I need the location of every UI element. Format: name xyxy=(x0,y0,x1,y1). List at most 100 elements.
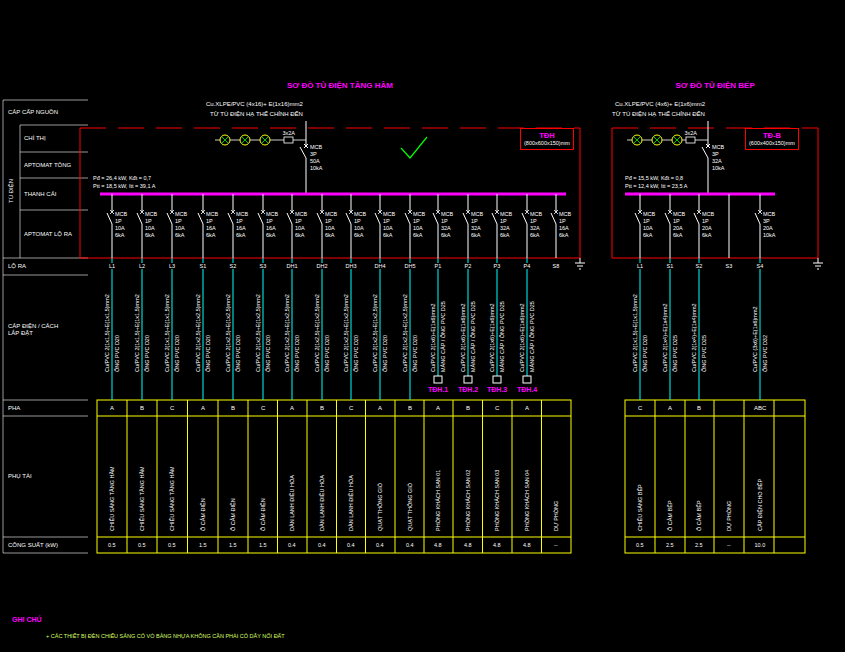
load-cell: Ổ CẮM BẾP xyxy=(667,500,673,531)
installation-method: ỐNG PVC D25 xyxy=(672,335,678,372)
fuse-rating: 3x2A xyxy=(283,130,296,136)
branch-wire xyxy=(263,224,264,258)
breaker-symbol xyxy=(668,210,672,214)
branch-wire xyxy=(699,224,700,258)
cable-line xyxy=(438,258,439,376)
cable-line xyxy=(351,258,352,400)
ground-symbol xyxy=(818,258,819,263)
table-line xyxy=(512,400,513,553)
indicator-lamp xyxy=(222,137,229,144)
row-header: APTOMAT LỘ RA xyxy=(24,231,72,238)
cable-spec: Cu/PVC 2(1x2,5)+E(1x2,5)mm2 xyxy=(284,294,290,372)
grid-line xyxy=(3,537,88,538)
breaker-symbol xyxy=(466,210,470,214)
branch-wire xyxy=(233,224,234,258)
breaker-symbol xyxy=(551,213,556,224)
breaker-rating: MCB 1P 10A 6kA xyxy=(175,211,187,239)
grid-line xyxy=(20,125,21,258)
table-line xyxy=(307,400,308,553)
table-line xyxy=(424,400,425,553)
breaker-symbol xyxy=(408,210,412,214)
breaker-symbol xyxy=(694,213,699,224)
breaker-symbol xyxy=(300,147,306,158)
breaker-symbol xyxy=(290,210,294,214)
panel-code: TĐH xyxy=(524,131,570,140)
cable-spec: Cu/PVC (3x6)+E(1x6)mm2 xyxy=(752,306,758,372)
circuit-name: L1 xyxy=(637,263,643,269)
breaker-symbol xyxy=(706,144,710,148)
installation-method: ỐNG PVC D20 xyxy=(114,335,120,372)
breaker-symbol xyxy=(668,210,672,214)
phase-cell: B xyxy=(320,405,324,412)
branch-wire xyxy=(410,224,411,258)
cable-spec: Cu/PVC 2(1x4)+E(1x4)mm2 xyxy=(662,303,668,372)
subpanel-symbol xyxy=(464,376,472,383)
breaker-symbol xyxy=(110,210,114,214)
panel-size: (600x400x150)mm xyxy=(749,140,795,147)
circuit-name: S2 xyxy=(230,263,237,269)
subpanel-name: TĐH.4 xyxy=(517,386,537,394)
circuit-name: L2 xyxy=(139,263,145,269)
circuit-name: S3 xyxy=(726,263,733,269)
phase-cell: A xyxy=(201,405,205,412)
breaker-symbol xyxy=(758,210,762,214)
installation-method: MÁNG CÁP / ỐNG PVC D25 xyxy=(529,301,535,372)
load-calc: Pđ = 15,5 kW, Kđt = 0,8 xyxy=(625,175,683,181)
load-calc: Ptt = 18,5 kW, Itt = 39,1 A xyxy=(93,183,155,189)
breaker-rating: MCB 1P 16A 6kA xyxy=(266,211,278,239)
cable-spec: Cu/PVC 2(1x1,5)+E(1x1,5)mm2 xyxy=(104,294,110,372)
load-cell: Ổ CẮM ĐIỆN xyxy=(260,498,266,531)
cable-line xyxy=(142,258,143,400)
cable-line xyxy=(699,258,700,400)
breaker-symbol xyxy=(167,213,172,224)
branch-wire xyxy=(112,194,113,212)
indicator-lamp xyxy=(654,137,661,144)
breaker-rating: MCB 1P 10A 6kA xyxy=(325,211,337,239)
circuit-name: DH4 xyxy=(375,263,386,269)
branch-wire xyxy=(322,194,323,212)
ground-symbol xyxy=(575,263,585,264)
breaker-rating: MCB 1P 16A 6kA xyxy=(559,211,571,239)
load-cell: QUẠT THÔNG GIÓ xyxy=(407,483,413,531)
installation-method: ỐNG PVC D20 xyxy=(205,335,211,372)
branch-wire xyxy=(556,194,557,212)
phase-cell: A xyxy=(378,405,382,412)
breaker-symbol xyxy=(463,213,468,224)
installation-method: ỐNG PVC D20 xyxy=(412,335,418,372)
branch-wire xyxy=(640,224,641,258)
ground-symbol xyxy=(580,258,581,263)
installation-method: ỐNG PVC D25 xyxy=(701,335,707,372)
installation-method: MÁNG CÁP / ỐNG PVC D25 xyxy=(499,301,505,372)
circuit-name: S1 xyxy=(200,263,207,269)
row-header: CHỈ THỊ xyxy=(24,135,46,142)
grid-line xyxy=(20,152,88,153)
main-feeder xyxy=(708,158,709,194)
table-line xyxy=(277,400,278,553)
cable-line xyxy=(670,258,671,400)
grid-line xyxy=(3,100,88,101)
panel-outline xyxy=(80,258,580,259)
grid-line xyxy=(3,100,4,553)
table-line xyxy=(625,416,805,417)
subpanel-name: TĐH.1 xyxy=(428,386,448,394)
breaker-symbol xyxy=(231,210,235,214)
circuit-name: DH3 xyxy=(346,263,357,269)
table-line xyxy=(774,400,775,553)
power-cell: 4.8 xyxy=(493,542,501,548)
table-line xyxy=(218,400,219,553)
branch-wire xyxy=(468,224,469,258)
phase-cell: ABC xyxy=(754,405,766,412)
phase-cell: B xyxy=(231,405,235,412)
phase-cell: A xyxy=(290,405,294,412)
breaker-symbol xyxy=(755,213,760,224)
cable-line xyxy=(233,258,234,400)
breaker-rating: MCB 1P 10A 6kA xyxy=(115,211,127,239)
cable-line xyxy=(640,258,641,400)
breaker-symbol xyxy=(110,210,114,214)
power-cell: 10.0 xyxy=(755,542,766,548)
cable-spec: Cu/PVC 2(1x1,5)+E(1x1,5)mm2 xyxy=(632,294,638,372)
cable-line xyxy=(203,258,204,400)
load-cell: QUẠT THÔNG GIÓ xyxy=(377,483,383,531)
cable-spec: Cu/PVC 2(1x1,5)+E(1x1,5)mm2 xyxy=(164,294,170,372)
